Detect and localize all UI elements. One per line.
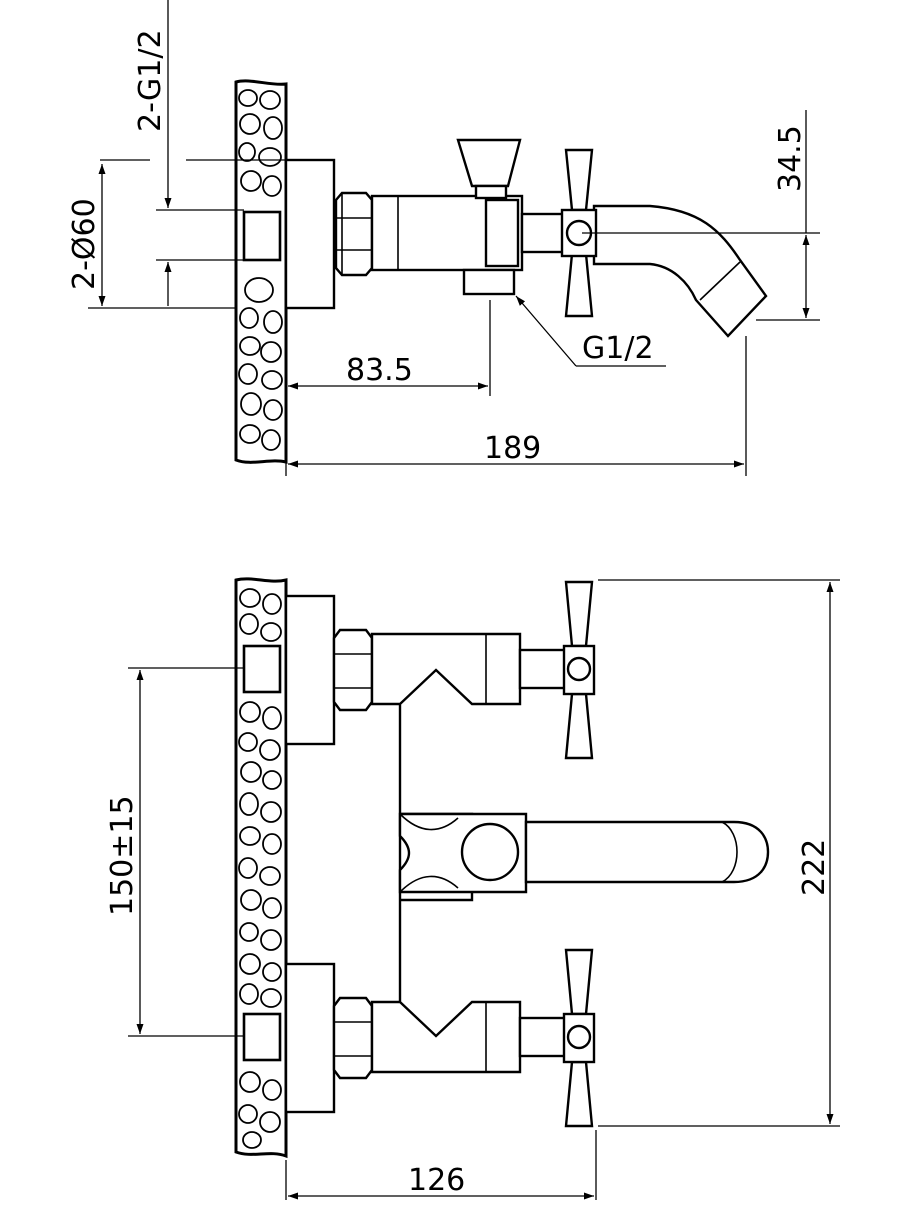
outlet-dimension-label: 83.5 (346, 353, 413, 388)
diverter-knob-front (460, 822, 520, 882)
depth-dimension-label: 189 (484, 431, 541, 466)
diameter-dimension-label: 2-Ø60 (67, 198, 102, 290)
hex-nut (334, 191, 374, 277)
outlet-thread-label: G1/2 (582, 331, 654, 366)
wall-section-top (234, 79, 288, 464)
shower-outlet (462, 268, 516, 296)
height-dimension-label: 222 (797, 839, 832, 896)
wall-flange (284, 158, 336, 310)
upper-flange (284, 594, 336, 746)
width-dimension-label: 126 (408, 1163, 465, 1198)
front-view: 150±15 222 126 (105, 577, 840, 1200)
spout (592, 204, 768, 338)
diverter-knob (456, 138, 522, 188)
lower-flange (284, 962, 336, 1114)
thread-dimension-label: 2-G1/2 (133, 29, 168, 132)
side-view: 2-G1/2 2-Ø60 34.5 83.5 189 G1/2 (67, 0, 820, 476)
spout-dimension-label: 34.5 (773, 125, 808, 192)
upper-hex-nut (332, 628, 374, 712)
lower-cross-handle (518, 948, 596, 1128)
side-dimensions (88, 0, 820, 476)
center-distance-label: 150±15 (105, 795, 140, 916)
wall-section-bottom (234, 577, 288, 1159)
front-dimensions (128, 579, 840, 1200)
lower-hex-nut (332, 996, 374, 1080)
upper-cross-handle (518, 580, 596, 760)
spout-front (524, 820, 770, 884)
